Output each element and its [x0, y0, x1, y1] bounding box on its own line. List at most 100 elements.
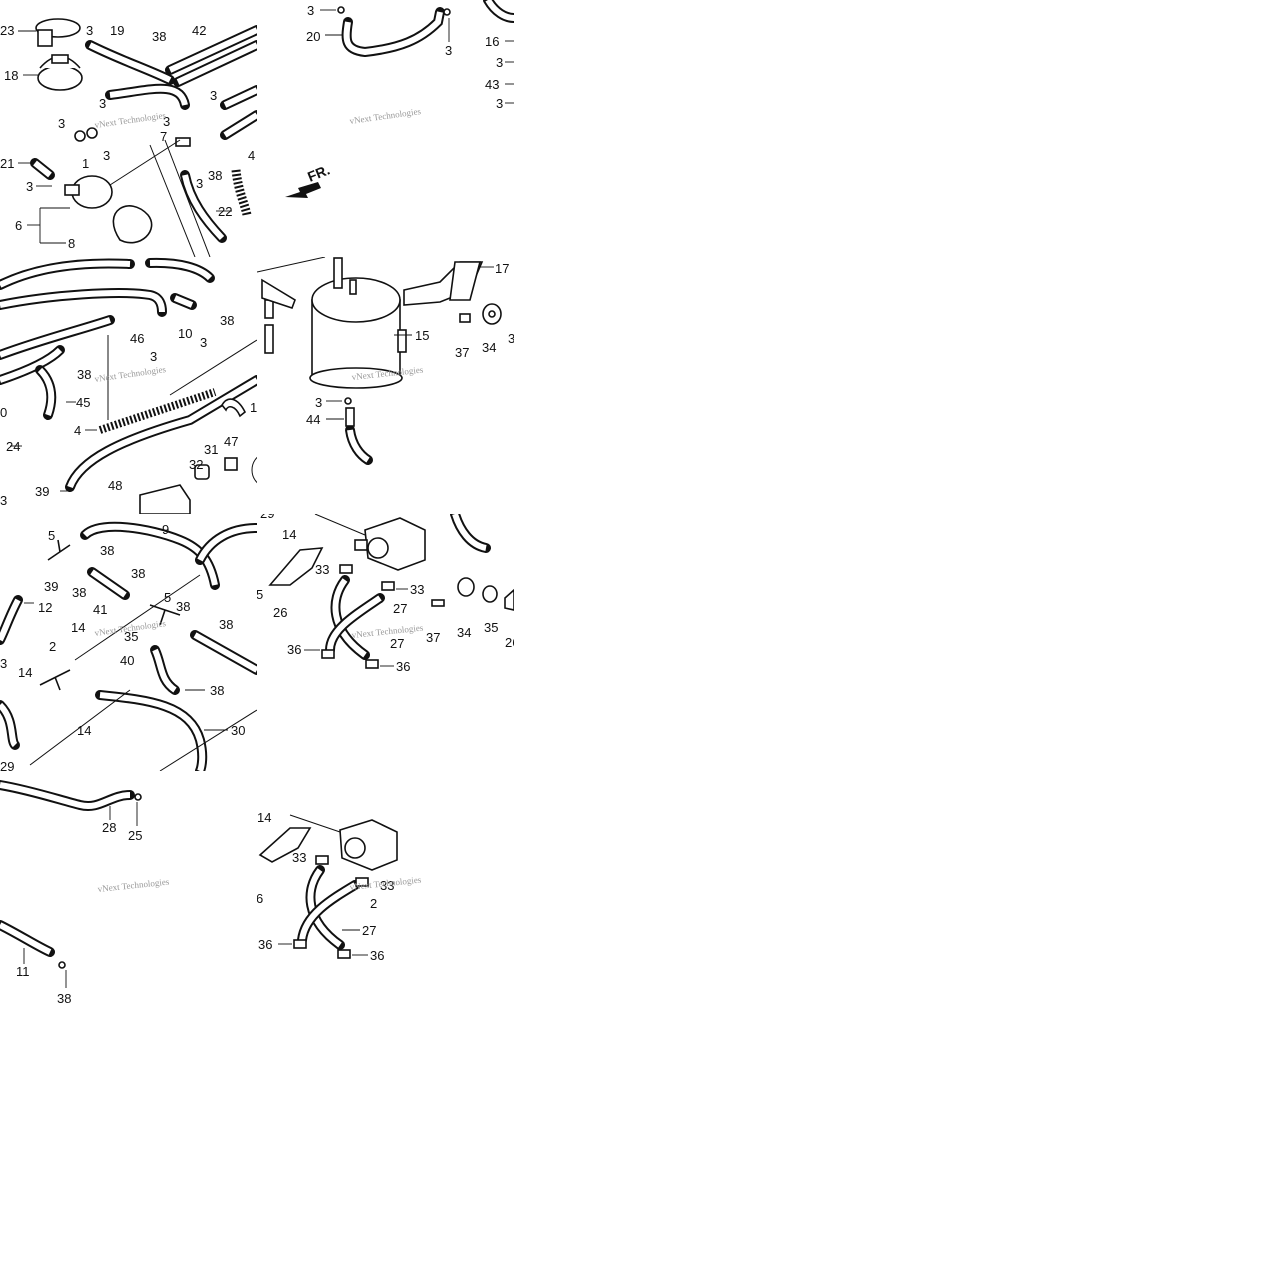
callout-33: 33: [315, 562, 329, 577]
callout-11: 11: [16, 964, 30, 979]
callout-3m: 3: [150, 349, 157, 364]
callout-4: 4: [248, 148, 255, 163]
callout-3k: 3: [496, 55, 503, 70]
callout-29b: 29: [260, 506, 274, 521]
callout-14b: 14: [18, 665, 32, 680]
callout-38j: 38: [210, 683, 224, 698]
tile-6: 29 14 33 33 5 26 27 37 34 35 26 36 27 36…: [256, 506, 519, 674]
callout-42: 42: [192, 23, 206, 38]
callout-8: 8: [68, 236, 75, 251]
callout-45: 45: [76, 395, 90, 410]
callout-3d: 3: [58, 116, 65, 131]
callout-9: 9: [162, 522, 169, 537]
callout-38b: 38: [208, 168, 222, 183]
callout-38: 38: [152, 29, 166, 44]
callout-1b: 1: [250, 400, 257, 415]
callout-14c: 14: [77, 723, 91, 738]
callout-20: 20: [306, 29, 320, 44]
callout-3b: 3: [99, 96, 106, 111]
callout-36: 36: [287, 642, 301, 657]
callout-30: 30: [231, 723, 245, 738]
callout-12: 12: [38, 600, 52, 615]
callout-31: 31: [204, 442, 218, 457]
callout-1: 1: [82, 156, 89, 171]
tile-7: 28 25 11 38 vNext Technologies: [0, 780, 170, 1006]
callout-5c: 5: [256, 587, 263, 602]
callout-37: 37: [455, 345, 469, 360]
callout-36b: 36: [396, 659, 410, 674]
tile-8: 14 33 33 2 6 27 36 36 vNext Technologies: [256, 810, 422, 963]
watermark: vNext Technologies: [351, 622, 424, 640]
callout-46: 46: [130, 331, 144, 346]
callout-3h: 3: [26, 179, 33, 194]
callout-0: 0: [0, 405, 7, 420]
callout-3n: 3: [200, 335, 207, 350]
callout-38h: 38: [176, 599, 190, 614]
tile-1: 23 3 19 38 42 18 3 3 3 1 3 3 7 3 38 4 21…: [0, 18, 257, 257]
callout-5: 5: [48, 528, 55, 543]
callout-3e: 3: [103, 148, 110, 163]
callout-26b: 26: [505, 635, 519, 650]
callout-4b: 4: [74, 423, 81, 438]
callout-33b: 33: [410, 582, 424, 597]
callout-27b: 27: [390, 636, 404, 651]
callout-14: 14: [71, 620, 85, 635]
callout-3c: 3: [210, 88, 217, 103]
callout-21: 21: [0, 156, 14, 171]
callout-33c: 33: [292, 850, 306, 865]
callout-35b: 35: [484, 620, 498, 635]
callout-3: 3: [86, 23, 93, 38]
watermark: vNext Technologies: [94, 364, 167, 384]
callout-27c: 27: [362, 923, 376, 938]
callout-6: 6: [15, 218, 22, 233]
callout-37b: 37: [426, 630, 440, 645]
callout-41: 41: [93, 602, 107, 617]
callout-33d: 33: [380, 878, 394, 893]
callout-19: 19: [110, 23, 124, 38]
callout-39: 39: [35, 484, 49, 499]
callout-25: 25: [128, 828, 142, 843]
watermark: vNext Technologies: [349, 106, 422, 126]
callout-3l: 3: [496, 96, 503, 111]
callout-32: 32: [189, 457, 203, 472]
callout-3p: 3: [508, 331, 515, 346]
callout-44: 44: [306, 412, 320, 427]
callout-34b: 34: [457, 625, 471, 640]
callout-3o: 3: [0, 493, 7, 508]
callout-34: 34: [482, 340, 496, 355]
callout-38d: 38: [77, 367, 91, 382]
tile-4: 17 15 37 34 3 3 44 vNext Technologies: [257, 257, 515, 465]
callout-48: 48: [108, 478, 122, 493]
callout-40: 40: [120, 653, 134, 668]
callout-17: 17: [495, 261, 509, 276]
callout-38k: 38: [57, 991, 71, 1006]
callout-18: 18: [4, 68, 18, 83]
callout-14e: 14: [257, 810, 271, 825]
tile-2: 3 20 3 16 3 43 3 FR. vNext Technologies: [285, 0, 514, 198]
tile-3: 46 10 38 3 3 38 45 4 0 24 39 48 31 47 32…: [0, 257, 257, 514]
callout-38g: 38: [131, 566, 145, 581]
callout-38c: 38: [220, 313, 234, 328]
watermark: vNext Technologies: [97, 876, 170, 894]
callout-7: 7: [160, 129, 167, 144]
watermark: vNext Technologies: [94, 110, 167, 130]
callout-2: 2: [49, 639, 56, 654]
callout-6b: 6: [256, 891, 263, 906]
callout-5b: 5: [164, 590, 171, 605]
callout-3i: 3: [307, 3, 314, 18]
callout-38f: 38: [72, 585, 86, 600]
callout-10: 10: [178, 326, 192, 341]
callout-22: 22: [218, 204, 232, 219]
callout-26: 26: [273, 605, 287, 620]
callout-35: 35: [124, 629, 138, 644]
callout-23: 23: [0, 23, 14, 38]
callout-3q: 3: [315, 395, 322, 410]
callout-39b: 39: [44, 579, 58, 594]
callout-14d: 14: [282, 527, 296, 542]
callout-16: 16: [485, 34, 499, 49]
callout-47: 47: [224, 434, 238, 449]
direction-label: FR.: [305, 161, 332, 184]
callout-2b: 2: [370, 896, 377, 911]
callout-3f: 3: [163, 114, 170, 129]
